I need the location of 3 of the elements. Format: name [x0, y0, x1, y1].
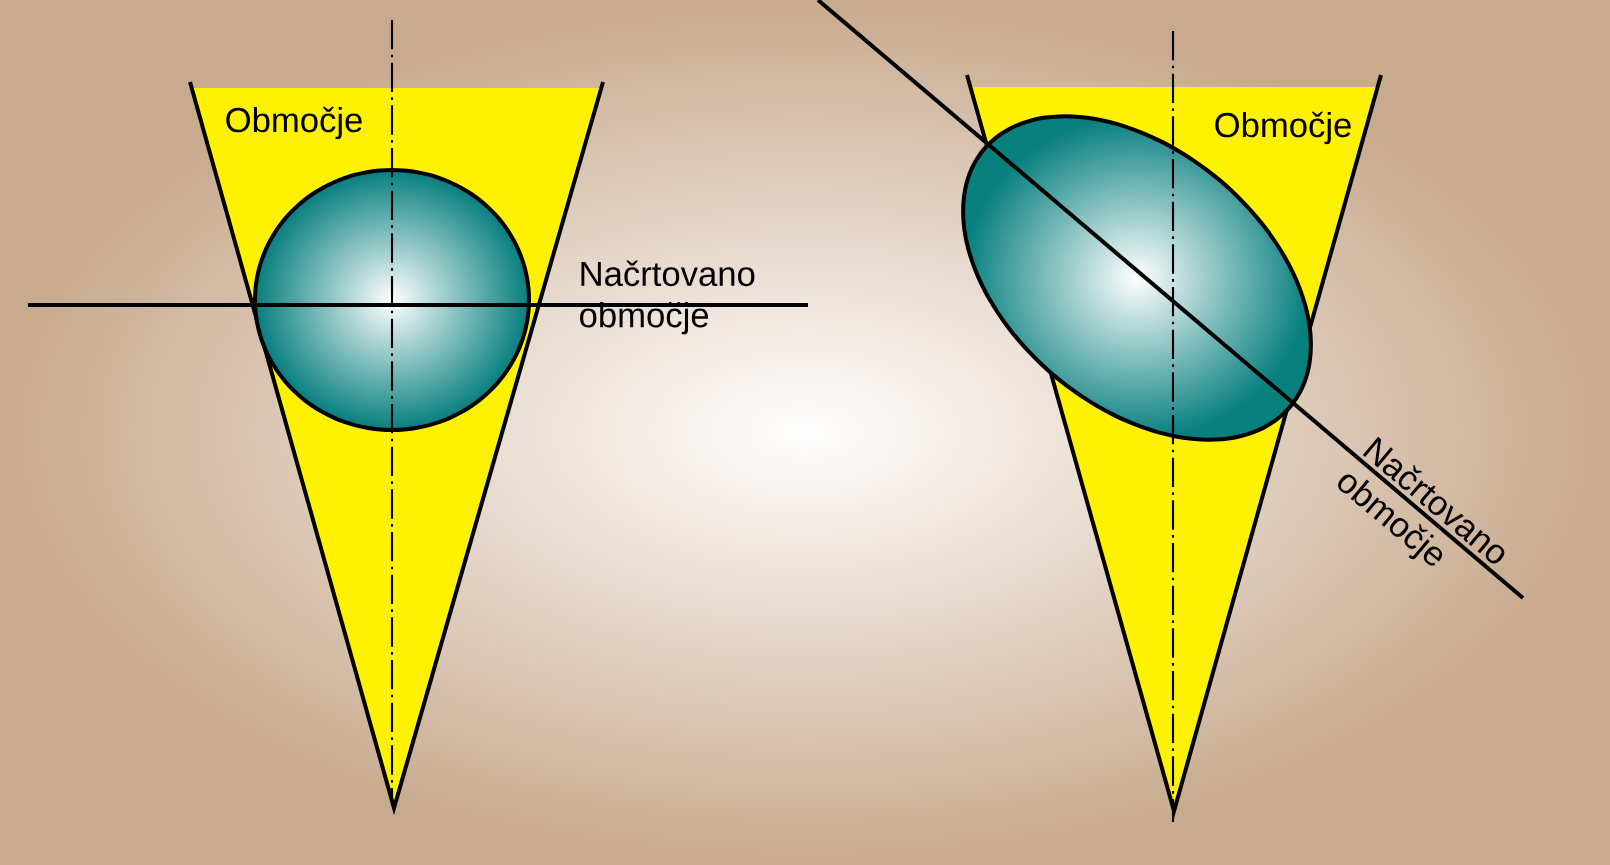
area-label: Območje — [226, 106, 362, 140]
plane-label: Načrtovano območje — [580, 260, 755, 335]
area-label: Območje — [1215, 111, 1351, 145]
